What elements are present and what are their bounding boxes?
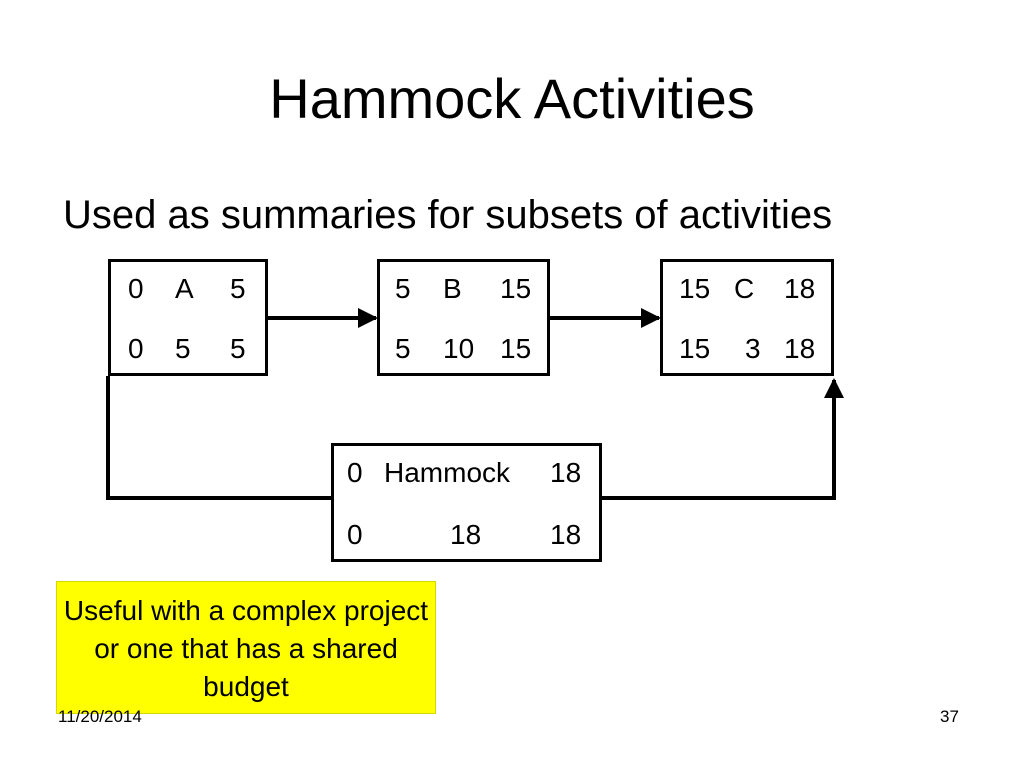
hammock-early-finish: 18 [550, 457, 582, 488]
node-c-name: C [734, 273, 755, 304]
node-a-early-finish: 5 [230, 273, 246, 304]
bullet-text: Used as summaries for subsets of activit… [63, 193, 833, 237]
node-b-name: B [443, 273, 462, 304]
hammock-duration: 18 [450, 519, 482, 550]
node-c-early-finish: 18 [784, 273, 816, 304]
arrow-hammock-to-c [602, 378, 844, 500]
hammock-name: Hammock [384, 457, 511, 488]
hammock-late-finish: 18 [550, 519, 582, 550]
node-c-late-start: 15 [679, 333, 711, 364]
note-callout: Useful with a complex project or one tha… [56, 581, 436, 714]
node-b-late-start: 5 [395, 333, 411, 364]
node-c-late-finish: 18 [784, 333, 816, 364]
node-a-duration: 5 [175, 333, 191, 364]
line-a-to-hammock [106, 376, 331, 500]
node-b-early-start: 5 [395, 273, 411, 304]
activity-node-b: 5 B 15 5 10 15 [377, 259, 550, 376]
node-a-late-start: 0 [128, 333, 144, 364]
node-a-name: A [175, 273, 194, 304]
node-a-early-start: 0 [128, 273, 144, 304]
hammock-early-start: 0 [347, 457, 363, 488]
page-number: 37 [940, 707, 959, 726]
node-c-early-start: 15 [679, 273, 711, 304]
node-b-duration: 10 [443, 333, 475, 364]
node-b-early-finish: 15 [500, 273, 532, 304]
activity-node-a: 0 A 5 0 5 5 [108, 259, 268, 376]
node-a-late-finish: 5 [230, 333, 246, 364]
footer-date: 11/20/2014 [58, 707, 142, 726]
hammock-node: 0 Hammock 18 0 18 18 [331, 443, 602, 562]
node-b-late-finish: 15 [500, 333, 532, 364]
node-c-duration: 3 [745, 333, 761, 364]
slide-title: Hammock Activities [269, 67, 755, 130]
activity-node-c: 15 C 18 15 3 18 [660, 259, 834, 376]
hammock-late-start: 0 [347, 519, 363, 550]
